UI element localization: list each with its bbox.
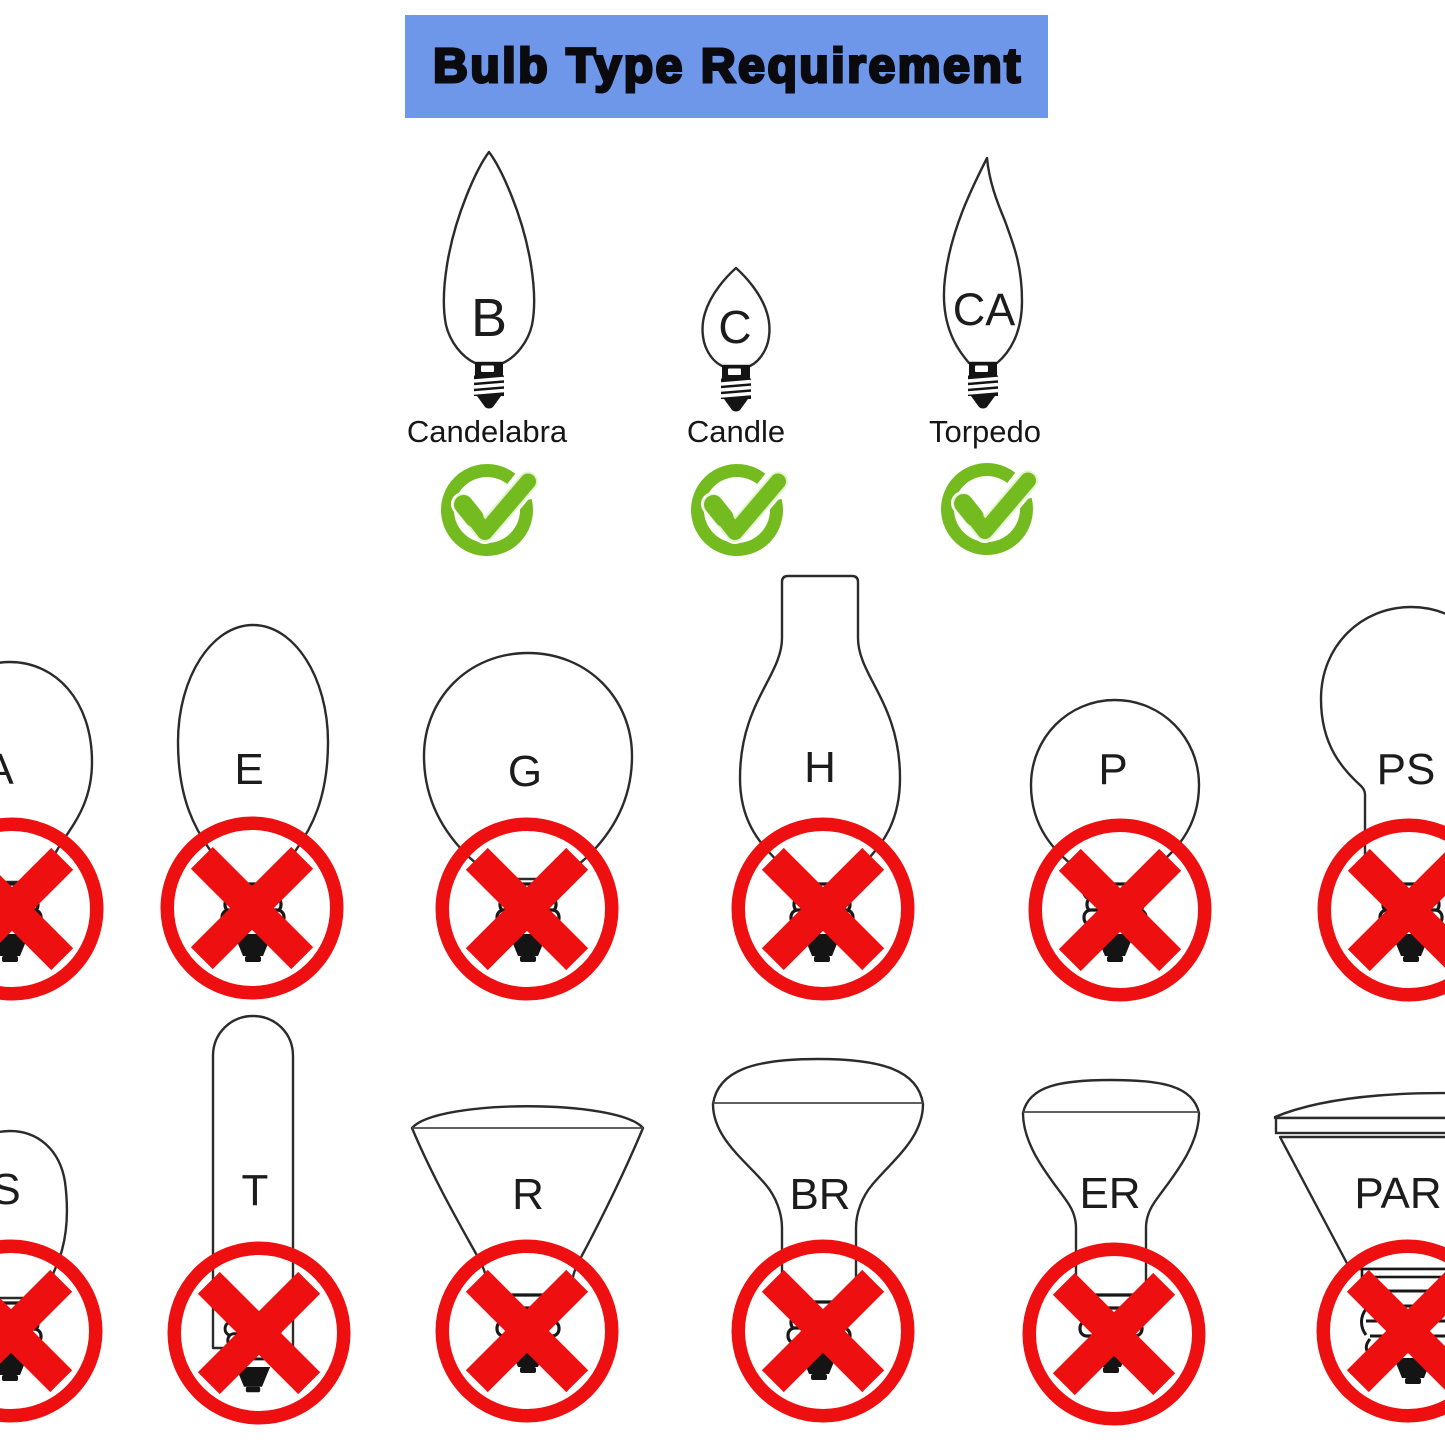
svg-text:C: C xyxy=(718,301,751,353)
svg-text:Candelabra: Candelabra xyxy=(407,414,568,449)
svg-text:G: G xyxy=(508,747,542,796)
svg-text:P: P xyxy=(1098,745,1127,794)
svg-text:H: H xyxy=(804,743,836,792)
svg-text:CA: CA xyxy=(953,284,1016,335)
svg-text:ER: ER xyxy=(1079,1169,1140,1218)
svg-text:B: B xyxy=(471,288,507,348)
svg-text:PAR: PAR xyxy=(1354,1169,1441,1218)
svg-text:R: R xyxy=(512,1170,544,1219)
svg-text:T: T xyxy=(242,1166,269,1215)
svg-text:BR: BR xyxy=(789,1170,850,1219)
svg-text:PS: PS xyxy=(1377,745,1436,794)
svg-text:A: A xyxy=(0,745,14,794)
svg-text:Candle: Candle xyxy=(687,414,785,449)
svg-text:Bulb Type Requirement: Bulb Type Requirement xyxy=(433,40,1023,93)
svg-text:E: E xyxy=(234,745,263,794)
svg-text:Torpedo: Torpedo xyxy=(929,414,1041,449)
svg-text:S: S xyxy=(0,1165,21,1214)
